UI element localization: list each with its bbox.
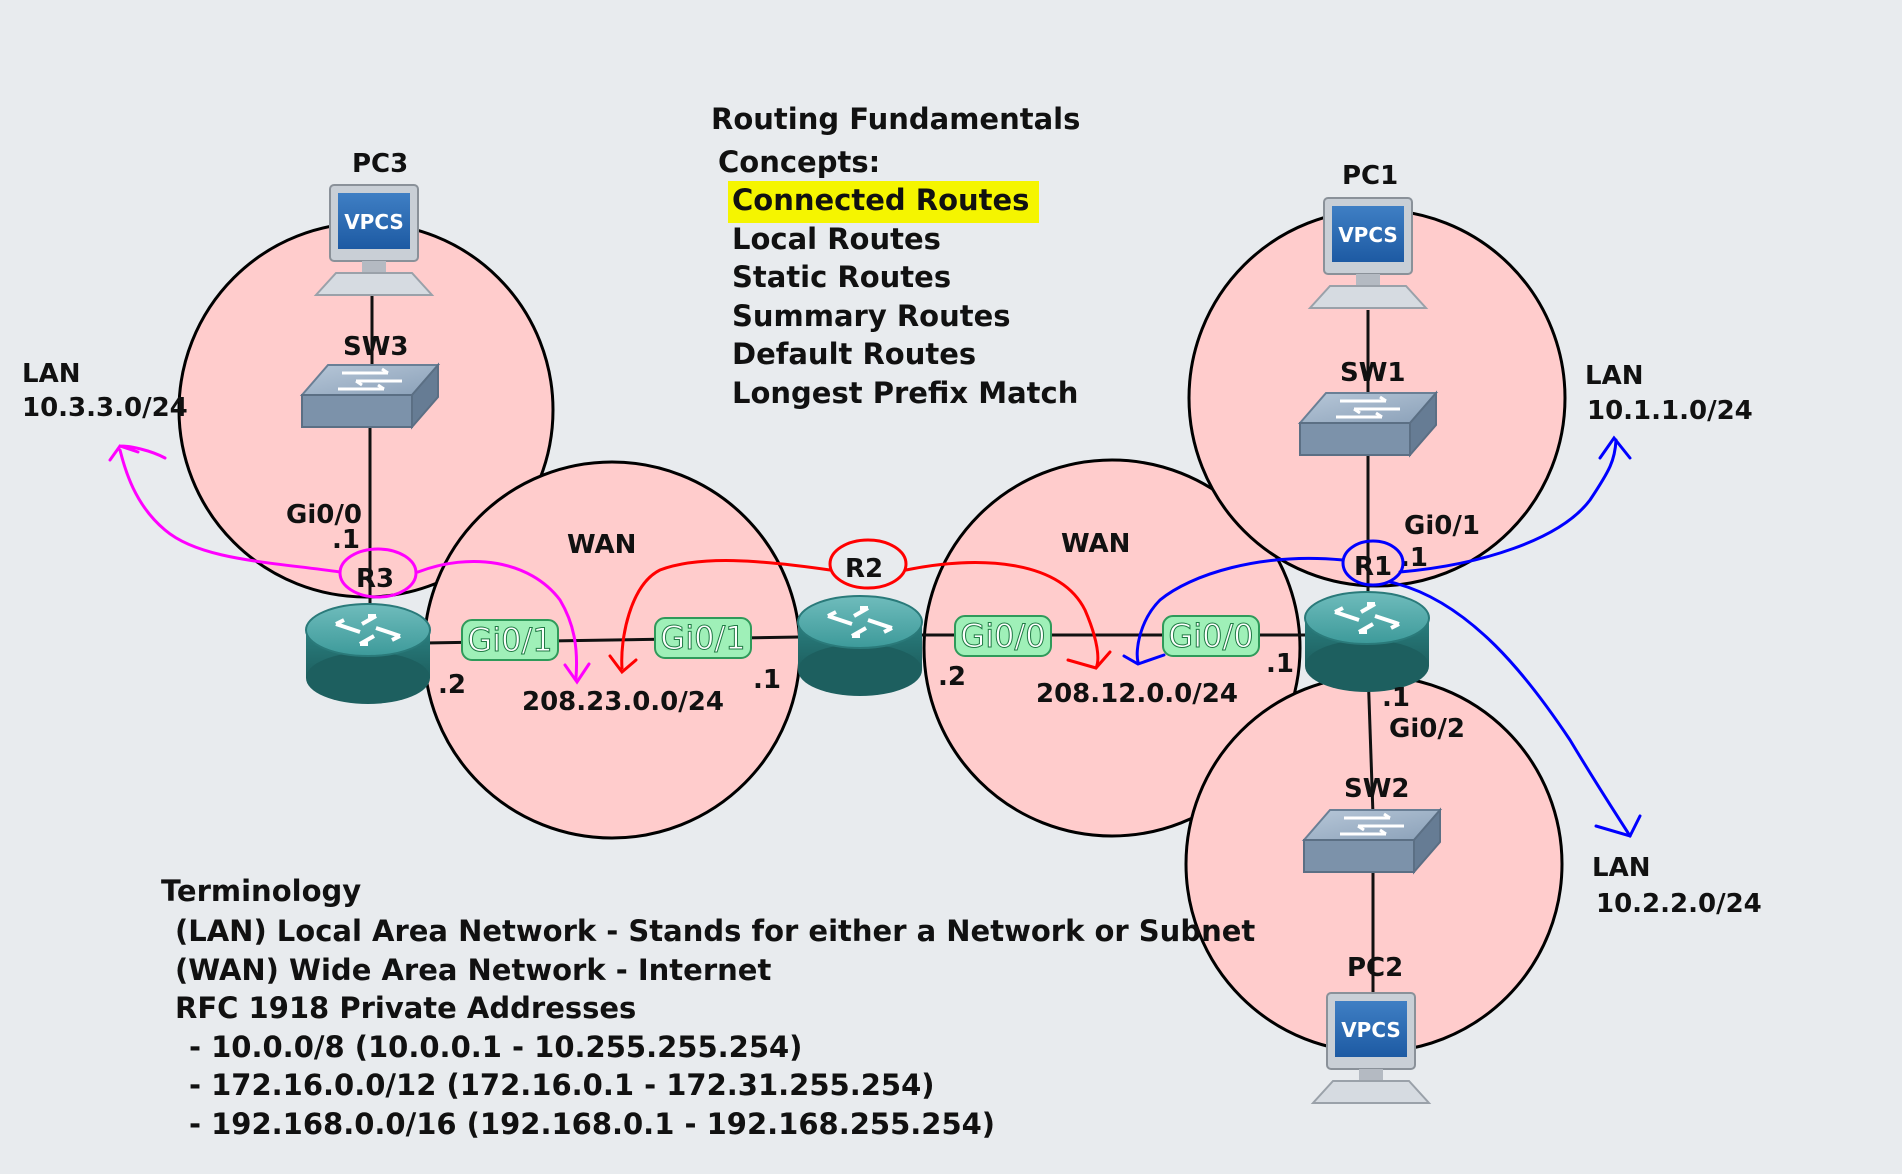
terminology-list: (LAN) Local Area Network - Stands for ei… [175,912,1255,1143]
svg-text:Gi0/0: Gi0/0 [960,617,1045,655]
pc3-badge: VPCS [344,210,404,234]
pc3-icon[interactable]: VPCS [313,184,435,296]
annotation-r2-red [608,538,1112,675]
terminology-line: - 192.168.0.0/16 (192.168.0.1 - 192.168.… [189,1106,996,1141]
terminology-line: - 172.16.0.0/12 (172.16.0.1 - 172.31.255… [189,1068,935,1102]
page-title: Routing Fundamentals [711,102,1081,136]
concept-item: Static Routes [732,260,952,294]
pc1-badge: VPCS [1338,223,1398,247]
pc1-icon[interactable]: VPCS [1307,197,1429,309]
sw1-icon[interactable] [1297,390,1439,458]
terminology-line: (WAN) Wide Area Network - Internet [175,952,772,987]
zones [177,208,1567,1054]
r1-icon[interactable] [1304,591,1430,692]
concept-item: Connected Routes [728,181,1078,223]
r3-icon[interactable] [305,603,431,704]
concept-item: Default Routes [732,337,977,371]
svg-text:Gi0/1: Gi0/1 [467,621,552,659]
concept-item: Longest Prefix Match [732,375,1079,410]
r1-gi01-label: Gi0/1 [1404,511,1480,541]
wan12-label: WAN [1061,529,1130,559]
r1-label: R1 [1354,552,1392,582]
r2-label: R2 [845,554,883,584]
wan23-subnet: 208.23.0.0/24 [522,687,724,717]
r3-gi01-host: .2 [438,670,466,700]
r1-gi02-label: Gi0/2 [1389,714,1465,744]
pc2-badge: VPCS [1341,1018,1401,1042]
pc1-label: PC1 [1342,161,1398,191]
sw3-icon[interactable] [299,362,441,430]
terminology-line: (LAN) Local Area Network - Stands for ei… [175,914,1256,948]
tag-r2-gi00[interactable]: Gi0/0 [954,615,1052,657]
link-r1-sw2 [1366,669,1375,816]
lan2-label: LAN [1592,853,1650,883]
concept-item-highlighted: Connected Routes [728,181,1040,223]
sw2-icon[interactable] [1301,807,1443,875]
terminology-line: - 10.0.0/8 (10.0.0.1 - 10.255.255.254) [189,1029,803,1064]
svg-text:Gi0/0: Gi0/0 [1168,617,1253,655]
lan3-subnet: 10.3.3.0/24 [22,393,188,423]
terminology-heading: Terminology [161,874,362,908]
r3-label: R3 [356,564,394,594]
r2-gi00-host: .2 [938,662,966,692]
labels: PC3 SW3 R3 Gi0/0 .1 .2 WAN 208.23.0.0/24… [22,149,1762,983]
lan1-subnet: 10.1.1.0/24 [1587,396,1753,426]
lan3-label: LAN [22,359,80,389]
sw3-label: SW3 [343,332,409,362]
pc2-label: PC2 [1347,953,1403,983]
zone-wan12 [922,458,1302,838]
annotation-r1-blue [1122,435,1642,838]
wan23-label: WAN [567,530,636,560]
pc2-icon[interactable]: VPCS [1310,992,1432,1104]
tag-r2-gi01[interactable]: Gi0/1 [654,617,752,659]
lan2-subnet: 10.2.2.0/24 [1596,889,1762,919]
lan1-label: LAN [1585,361,1643,391]
concepts-list: Connected Routes Local Routes Static Rou… [728,181,1079,412]
annotation-r3-magenta [108,444,591,685]
r3-gi00-host: .1 [332,525,360,555]
sw1-label: SW1 [1340,358,1406,388]
r2-icon[interactable] [797,595,923,696]
sw2-label: SW2 [1344,774,1410,804]
r1-gi02-host: .1 [1382,683,1410,713]
wan12-subnet: 208.12.0.0/24 [1036,679,1238,709]
terminology-line: RFC 1918 Private Addresses [175,991,637,1025]
tag-r1-gi00[interactable]: Gi0/0 [1162,615,1260,657]
interface-tags: Gi0/1 Gi0/1 Gi0/0 Gi0/0 [461,615,1260,661]
concepts-heading: Concepts: [718,145,881,179]
svg-text:Gi0/1: Gi0/1 [660,619,745,657]
concept-item: Summary Routes [732,298,1011,333]
r3-gi00-label: Gi0/0 [286,500,362,530]
r2-gi01-host: .1 [753,665,781,695]
concept-item: Local Routes [732,221,941,256]
pc3-label: PC3 [352,149,408,179]
r1-gi00-host: .1 [1266,649,1294,679]
tag-r3-gi01[interactable]: Gi0/1 [461,619,559,661]
